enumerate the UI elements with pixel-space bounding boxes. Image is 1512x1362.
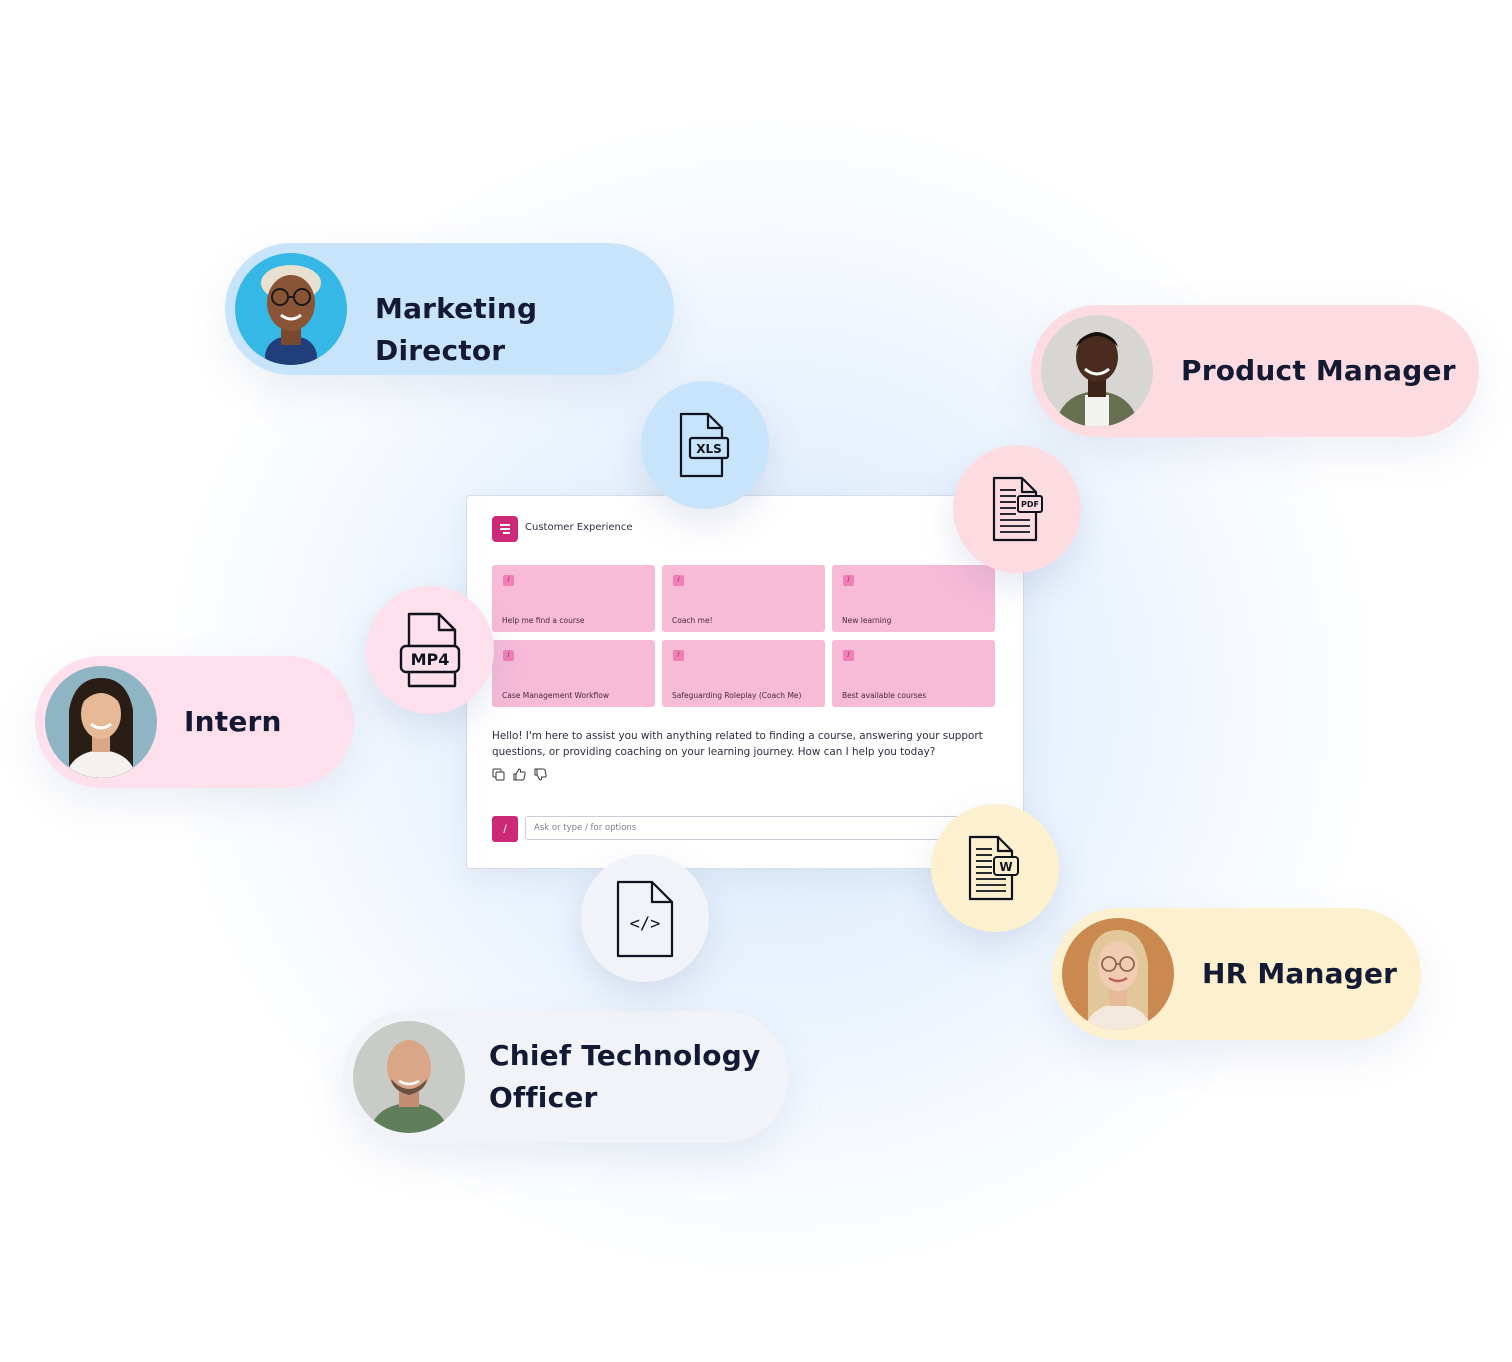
- slash-badge: /: [843, 650, 854, 661]
- persona-label: Chief Technology Officer: [489, 1039, 761, 1114]
- tile-label: Coach me!: [672, 616, 713, 625]
- tile-label: Case Management Workflow: [502, 691, 609, 700]
- avatar: [1041, 315, 1153, 427]
- persona-label: Marketing Director: [375, 292, 538, 367]
- chat-input[interactable]: [525, 816, 993, 840]
- persona-marketing-director[interactable]: Marketing Director: [225, 243, 674, 375]
- thumbs-up-icon[interactable]: [513, 768, 526, 781]
- file-badge: PDF: [1021, 500, 1039, 509]
- file-badge: </>: [630, 914, 661, 934]
- prompt-tile[interactable]: / Best available courses: [832, 640, 995, 707]
- prompt-tile[interactable]: / Case Management Workflow: [492, 640, 655, 707]
- avatar: [353, 1021, 465, 1133]
- avatar: [1062, 918, 1174, 1030]
- avatar: [235, 253, 347, 365]
- persona-label: Intern: [184, 705, 282, 738]
- xls-file-circle: XLS: [641, 381, 769, 509]
- copy-icon[interactable]: [492, 768, 505, 781]
- persona-label: HR Manager: [1202, 957, 1398, 990]
- word-file-circle: W: [931, 804, 1059, 932]
- file-badge: MP4: [411, 650, 450, 669]
- prompt-tile[interactable]: / New learning: [832, 565, 995, 632]
- card-title: Customer Experience: [525, 522, 633, 533]
- slash-command-button[interactable]: /: [492, 816, 518, 842]
- tile-label: Best available courses: [842, 691, 927, 700]
- slash-badge: /: [503, 575, 514, 586]
- code-file-icon: </>: [616, 880, 674, 958]
- persona-chief-technology-officer[interactable]: Chief Technology Officer: [343, 1011, 789, 1143]
- thumbs-down-icon[interactable]: [534, 768, 547, 781]
- code-file-circle: </>: [581, 854, 709, 982]
- prompt-tile[interactable]: / Help me find a course: [492, 565, 655, 632]
- pdf-file-icon: PDF: [992, 476, 1043, 542]
- chat-card: Customer Experience / Help me find a cou…: [466, 495, 1024, 869]
- slash-badge: /: [673, 650, 684, 661]
- xls-file-icon: XLS: [679, 412, 730, 478]
- file-badge: XLS: [696, 442, 722, 456]
- slash-badge: /: [673, 575, 684, 586]
- persona-hr-manager[interactable]: HR Manager: [1052, 908, 1421, 1040]
- prompt-tile[interactable]: / Coach me!: [662, 565, 825, 632]
- mp4-file-circle: MP4: [366, 586, 494, 714]
- assistant-message: Hello! I'm here to assist you with anyth…: [492, 730, 983, 758]
- slash-badge: /: [843, 575, 854, 586]
- tile-label: New learning: [842, 616, 892, 625]
- message-actions: [492, 768, 547, 781]
- tile-label: Help me find a course: [502, 616, 585, 625]
- pdf-file-circle: PDF: [953, 445, 1081, 573]
- slash-badge: /: [503, 650, 514, 661]
- word-file-icon: W: [968, 835, 1019, 901]
- persona-product-manager[interactable]: Product Manager: [1031, 305, 1479, 437]
- menu-icon[interactable]: [492, 516, 518, 542]
- persona-intern[interactable]: Intern: [35, 656, 354, 788]
- mp4-file-icon: MP4: [399, 612, 461, 688]
- avatar: [45, 666, 157, 778]
- tile-label: Safeguarding Roleplay (Coach Me): [672, 691, 802, 700]
- file-badge: W: [999, 860, 1012, 874]
- prompt-tile[interactable]: / Safeguarding Roleplay (Coach Me): [662, 640, 825, 707]
- persona-label: Product Manager: [1181, 354, 1456, 387]
